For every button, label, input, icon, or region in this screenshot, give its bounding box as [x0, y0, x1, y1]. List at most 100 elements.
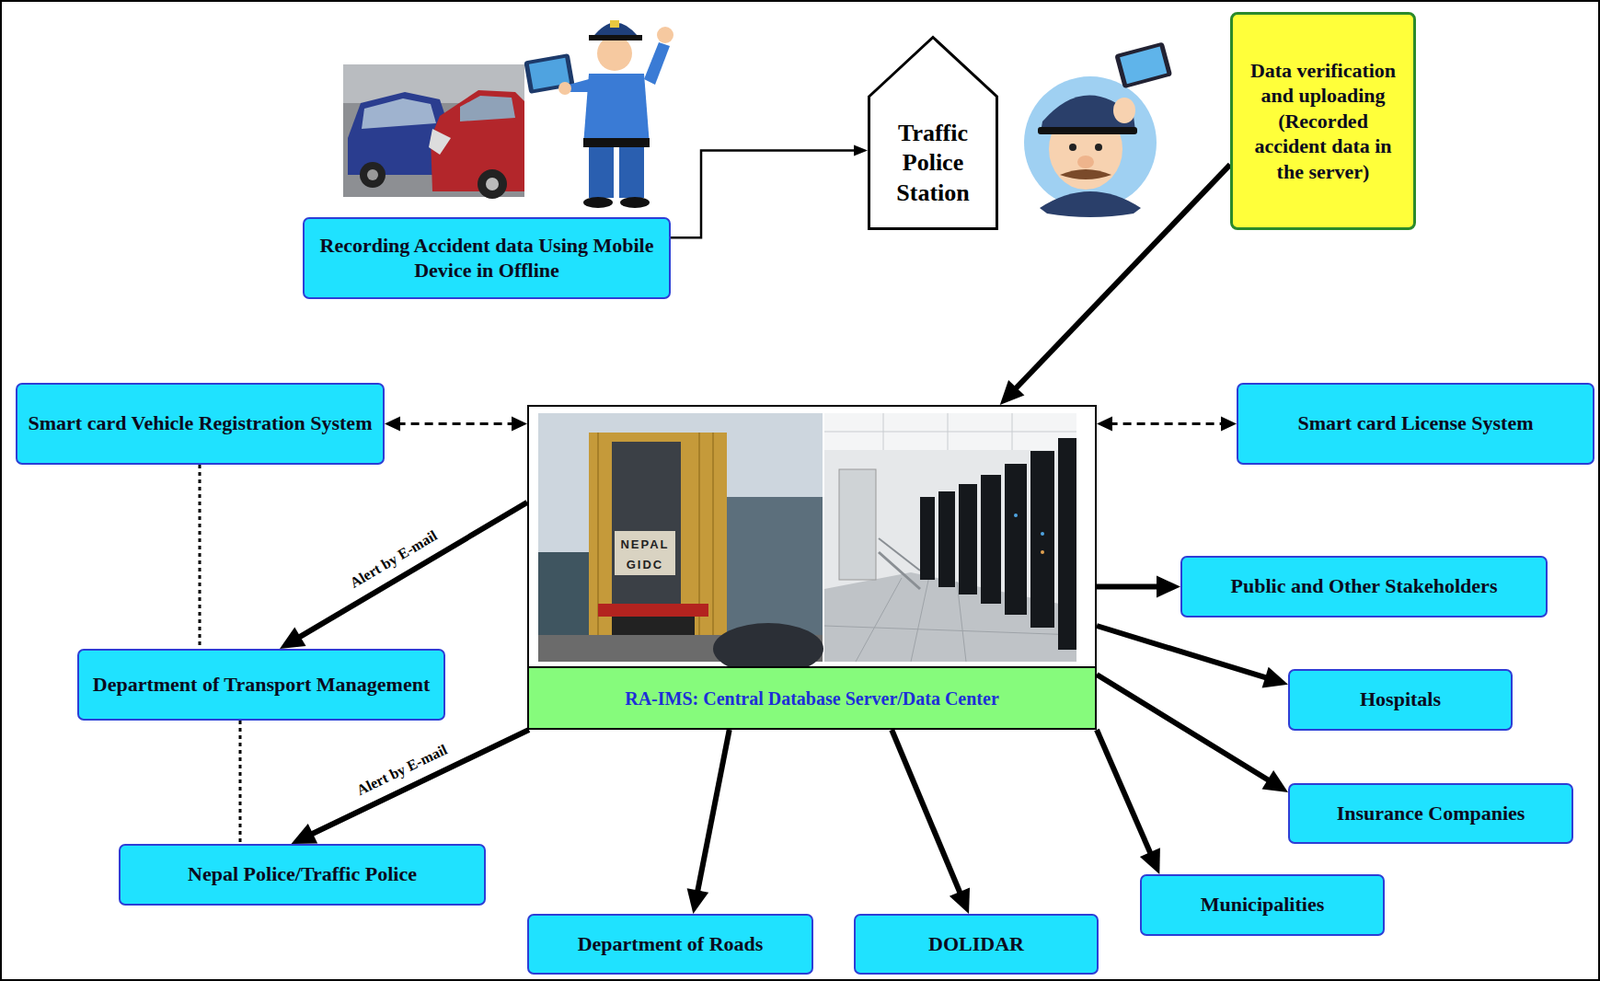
process-box: Insurance Companies — [1288, 782, 1574, 844]
officer-portrait — [1114, 41, 1173, 89]
policeman-figure — [558, 81, 572, 95]
arrow-head — [1262, 667, 1289, 689]
officer-portrait — [1069, 143, 1077, 151]
connector-arrow — [384, 416, 528, 432]
policeman-figure — [610, 20, 620, 28]
policeman-figure — [656, 26, 674, 44]
crash-photo — [477, 169, 507, 199]
node-text: Public and Other Stakeholders — [1221, 569, 1508, 603]
server-room-photo — [1058, 437, 1077, 650]
crash-photo — [343, 64, 525, 199]
building-photo — [712, 432, 714, 637]
node-text: Data verification and uploading (Recorde… — [1232, 54, 1414, 189]
officer-portrait — [1039, 191, 1141, 218]
server-room-photo — [1040, 550, 1045, 554]
connector-arrow — [199, 464, 201, 649]
connector-arrow — [291, 729, 530, 844]
crash-photo — [428, 128, 451, 155]
connector-line — [1096, 584, 1162, 590]
text-area: Traffic Police Station — [867, 96, 999, 231]
node-text: Traffic Police Station — [867, 115, 999, 213]
building-photo — [538, 413, 824, 675]
server-room-photo — [1040, 531, 1045, 536]
connector-arrow — [1096, 674, 1289, 793]
connector-arrow — [891, 729, 970, 914]
server-room-photo — [958, 483, 978, 595]
connector-line — [198, 464, 202, 649]
node-text: Insurance Companies — [1327, 796, 1535, 830]
policeman-figure — [583, 73, 650, 146]
connector-line — [308, 729, 530, 836]
policeman-figure — [644, 42, 670, 85]
officer-portrait — [1040, 94, 1136, 133]
officer-portrait — [1113, 97, 1136, 124]
connector-line — [1012, 164, 1231, 392]
process-box: Smart card License System — [1236, 382, 1595, 465]
server-room-photo — [1012, 413, 1013, 450]
crash-photo — [460, 95, 516, 122]
officer-portrait — [1114, 41, 1173, 89]
officer-portrait — [1024, 76, 1157, 209]
arrow-head — [1139, 847, 1161, 875]
arrow-head — [1156, 575, 1181, 599]
officer-portrait — [1059, 169, 1112, 180]
connector-line — [239, 720, 242, 844]
connector-arrow — [279, 502, 528, 649]
process-box: DOLIDAR — [853, 913, 1099, 975]
connector-line — [397, 422, 516, 426]
process-box: Municipalities — [1139, 874, 1385, 936]
connector-arrow — [687, 729, 730, 914]
sign-text: NEPAL — [620, 538, 669, 551]
process-box: Recording Accident data Using Mobile Dev… — [302, 217, 671, 300]
node-text: DOLIDAR — [919, 927, 1034, 961]
connector-line — [670, 150, 857, 239]
arrow-head — [687, 887, 710, 914]
server-room-photo — [839, 469, 876, 580]
node-text: RA-IMS: Central Database Server/Data Cen… — [615, 682, 1009, 714]
connector-arrow — [1096, 416, 1237, 432]
building-photo — [598, 603, 709, 617]
arrow-head — [1000, 379, 1025, 405]
server-room-photo — [878, 538, 921, 571]
connector-line — [296, 502, 528, 640]
node-text: Nepal Police/Traffic Police — [178, 857, 426, 891]
server-room-photo — [947, 413, 949, 450]
title-band: RA-IMS: Central Database Server/Data Cen… — [529, 666, 1095, 728]
connector-arrow — [670, 144, 868, 238]
connector-line — [891, 729, 962, 897]
node-text: Smart card License System — [1288, 406, 1543, 440]
connector-line — [1096, 625, 1270, 680]
arrow-head — [384, 416, 401, 432]
arrow-head — [511, 416, 528, 432]
node-text: Hospitals — [1350, 682, 1451, 716]
building-photo — [614, 530, 676, 576]
node-text: Department of Roads — [568, 927, 773, 961]
crash-photo — [361, 98, 437, 129]
arrow-head — [279, 626, 306, 649]
server-room-photo — [1013, 513, 1018, 518]
connector-arrow — [1000, 164, 1231, 405]
connector-line — [1109, 422, 1225, 426]
server-room-photo — [824, 413, 1077, 662]
building-photo — [726, 496, 823, 637]
arrow-head — [1220, 416, 1237, 432]
arrow-head — [1262, 770, 1289, 793]
arrow-head — [949, 886, 970, 914]
connector-line — [1096, 729, 1152, 857]
policeman-figure — [583, 138, 650, 148]
connector-arrow — [240, 720, 242, 844]
server-room-photo — [855, 577, 902, 662]
server-box: RA-IMS: Central Database Server/Data Cen… — [527, 404, 1097, 730]
sign-text: GIDC — [626, 558, 665, 571]
note-box: Data verification and uploading (Recorde… — [1230, 11, 1416, 231]
policeman-figure — [620, 196, 650, 208]
server-room-photo — [878, 552, 921, 589]
officer-portrait — [1037, 126, 1138, 135]
server-room-photo — [1004, 463, 1027, 615]
policeman-figure — [619, 147, 645, 198]
officer-portrait — [1077, 155, 1094, 169]
policeman-figure — [523, 20, 674, 208]
building-photo — [538, 552, 594, 637]
